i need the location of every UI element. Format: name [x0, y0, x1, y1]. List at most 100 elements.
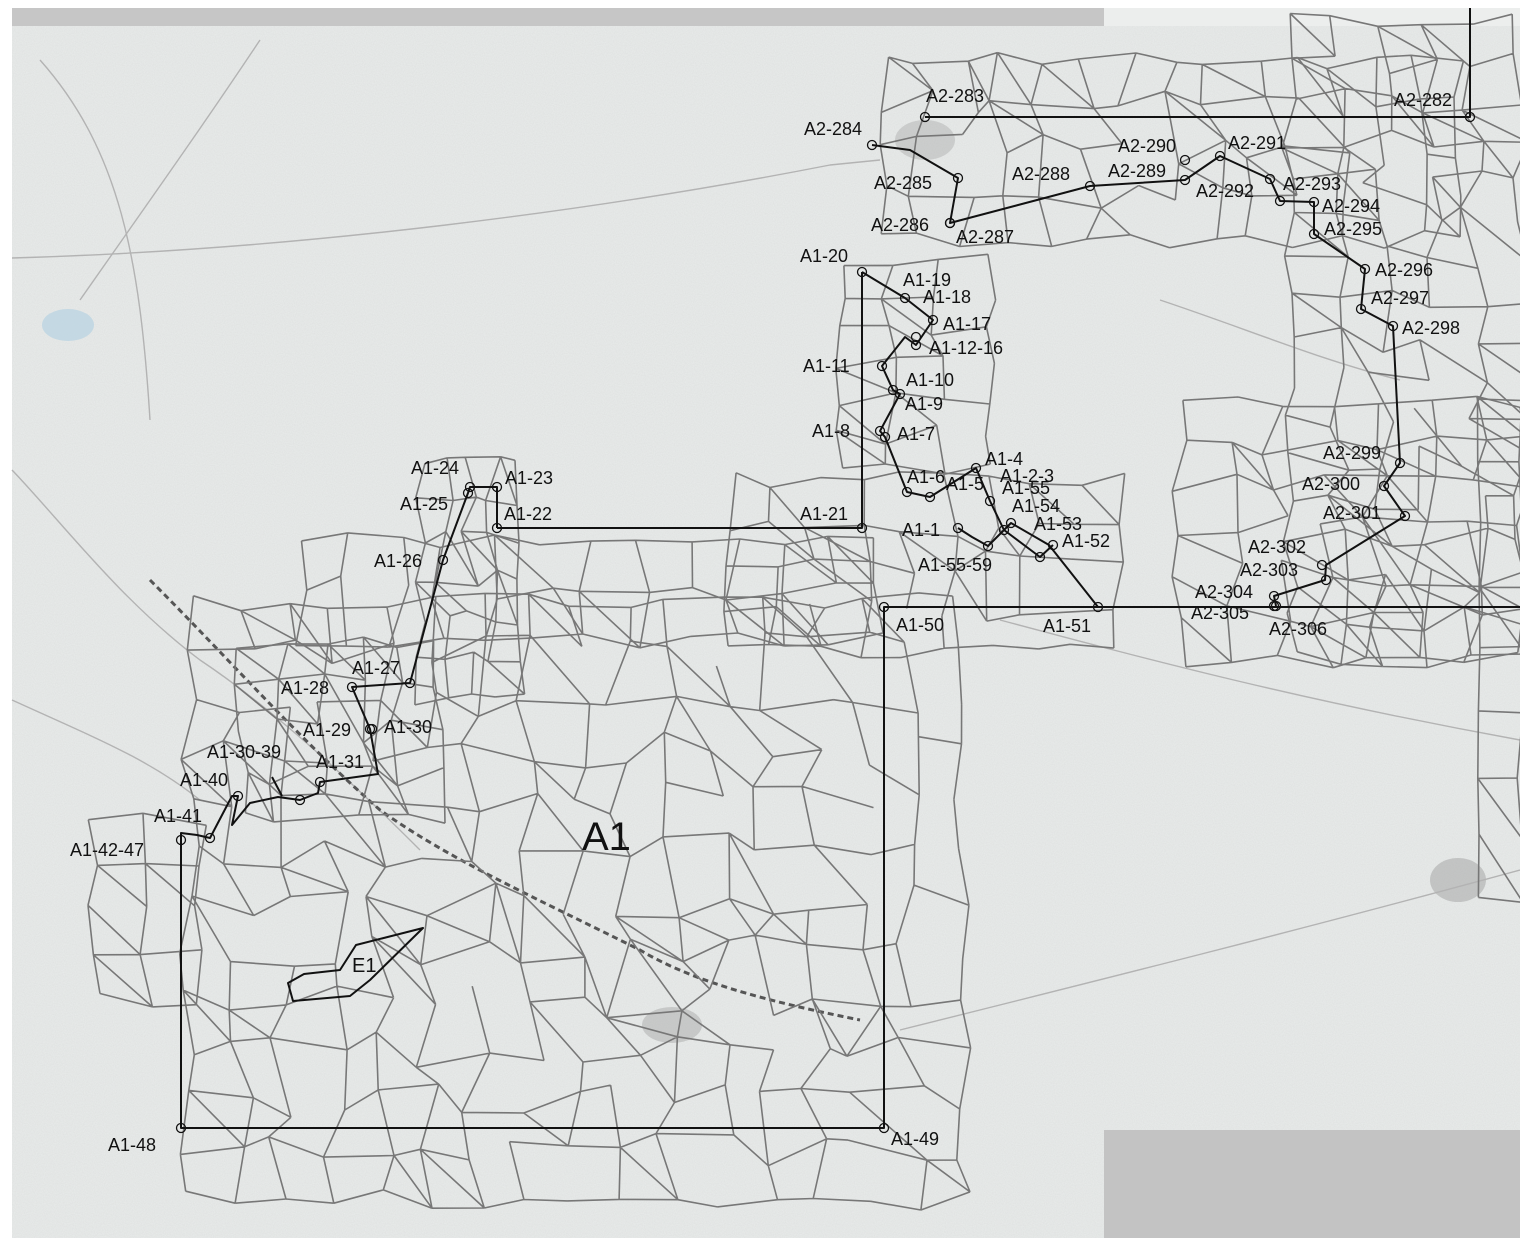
point-marker: [901, 486, 913, 498]
parcel-lines: [723, 471, 1126, 659]
point-marker: [346, 681, 358, 693]
point-marker: [1399, 510, 1411, 522]
point-marker: [866, 139, 878, 151]
point-label: A2-297: [1371, 288, 1429, 308]
point-label: A2-298: [1402, 318, 1460, 338]
zone-label-e1: E1: [352, 955, 376, 977]
point-label: A1-30-39: [207, 742, 281, 762]
point-marker: [1320, 574, 1332, 586]
point-label: A1-25: [400, 494, 448, 514]
point-marker: [910, 331, 922, 343]
point-label: A2-284: [804, 119, 862, 139]
point-label: A1-29: [303, 720, 351, 740]
point-marker: [887, 384, 899, 396]
point-marker: [1214, 150, 1226, 162]
point-marker: [879, 431, 891, 443]
point-label: A1-19: [903, 270, 951, 290]
point-marker: [1464, 111, 1476, 123]
point-label: A1-55-59: [918, 555, 992, 575]
point-label: A2-304: [1195, 582, 1253, 602]
point-marker: [204, 832, 216, 844]
water-patch: [42, 309, 94, 341]
point-marker: [856, 522, 868, 534]
point-label: A1-52: [1062, 531, 1110, 551]
point-marker: [876, 360, 888, 372]
point-marker: [927, 314, 939, 326]
point-label: A1-2-3: [1000, 466, 1054, 486]
parcel-lines: [1476, 398, 1520, 903]
point-marker: [878, 1122, 890, 1134]
point-marker: [1179, 174, 1191, 186]
point-marker: [1034, 551, 1046, 563]
point-label: A1-22: [504, 504, 552, 524]
point-marker: [856, 266, 868, 278]
point-label: A1-21: [800, 504, 848, 524]
point-label: A1-49: [891, 1129, 939, 1149]
point-label: A1-11: [803, 356, 850, 376]
point-label: A1-5: [946, 474, 984, 494]
point-marker: [1308, 228, 1320, 240]
point-label: A1-24: [411, 458, 459, 478]
point-markers: [175, 111, 1476, 1134]
point-marker: [1047, 539, 1059, 551]
point-marker: [1359, 263, 1371, 275]
point-labels: A2-282A2-283A2-284A2-285A2-286A2-287A2-2…: [70, 86, 1460, 1155]
point-label: A2-296: [1375, 260, 1433, 280]
point-label: A1-7: [897, 424, 935, 444]
point-label: A1-4: [985, 449, 1023, 469]
point-label: A1-12-16: [929, 338, 1003, 358]
point-label: A1-40: [180, 770, 228, 790]
point-marker: [944, 217, 956, 229]
point-label: A1-31: [316, 752, 364, 772]
point-marker: [1005, 517, 1017, 529]
point-label: A2-303: [1240, 560, 1298, 580]
parcel-lines: [178, 592, 972, 1211]
point-marker: [1270, 600, 1282, 612]
point-marker: [924, 491, 936, 503]
point-label: A1-41: [154, 806, 202, 826]
parcel-lines: [1281, 12, 1520, 669]
point-label: A1-10: [906, 370, 954, 390]
point-marker: [1378, 480, 1390, 492]
point-label: A2-301: [1323, 503, 1381, 523]
point-marker: [1084, 180, 1096, 192]
point-label: A1-53: [1034, 514, 1082, 534]
point-label: A1-27: [352, 658, 400, 678]
point-label: A1-6: [907, 467, 945, 487]
point-label: A2-305: [1191, 603, 1249, 623]
parcel-lines: [1171, 395, 1520, 669]
point-marker: [1268, 590, 1280, 602]
point-label: A2-285: [874, 173, 932, 193]
point-marker: [491, 522, 503, 534]
point-marker: [878, 601, 890, 613]
point-label: A2-291: [1228, 133, 1286, 153]
point-marker: [437, 554, 449, 566]
point-marker: [1274, 195, 1286, 207]
point-marker: [998, 524, 1010, 536]
point-marker: [175, 834, 187, 846]
point-marker: [404, 677, 416, 689]
point-marker: [232, 790, 244, 802]
point-marker: [1316, 559, 1328, 571]
point-label: A1-8: [812, 421, 850, 441]
point-label: A2-295: [1324, 219, 1382, 239]
point-marker: [462, 487, 474, 499]
point-marker: [874, 425, 886, 437]
point-marker: [970, 462, 982, 474]
boundary-lines: [180, 8, 1520, 1129]
point-marker: [1387, 320, 1399, 332]
point-label: A1-51: [1043, 616, 1091, 636]
point-label: A2-289: [1108, 161, 1166, 181]
point-label: A2-288: [1012, 164, 1070, 184]
point-marker: [952, 172, 964, 184]
point-marker: [919, 111, 931, 123]
point-marker: [1179, 154, 1191, 166]
point-label: A1-26: [374, 551, 422, 571]
point-marker: [175, 1122, 187, 1134]
point-label: A1-17: [943, 314, 991, 334]
point-label: A2-283: [926, 86, 984, 106]
point-label: A1-48: [108, 1135, 156, 1155]
point-label: A2-287: [956, 227, 1014, 247]
